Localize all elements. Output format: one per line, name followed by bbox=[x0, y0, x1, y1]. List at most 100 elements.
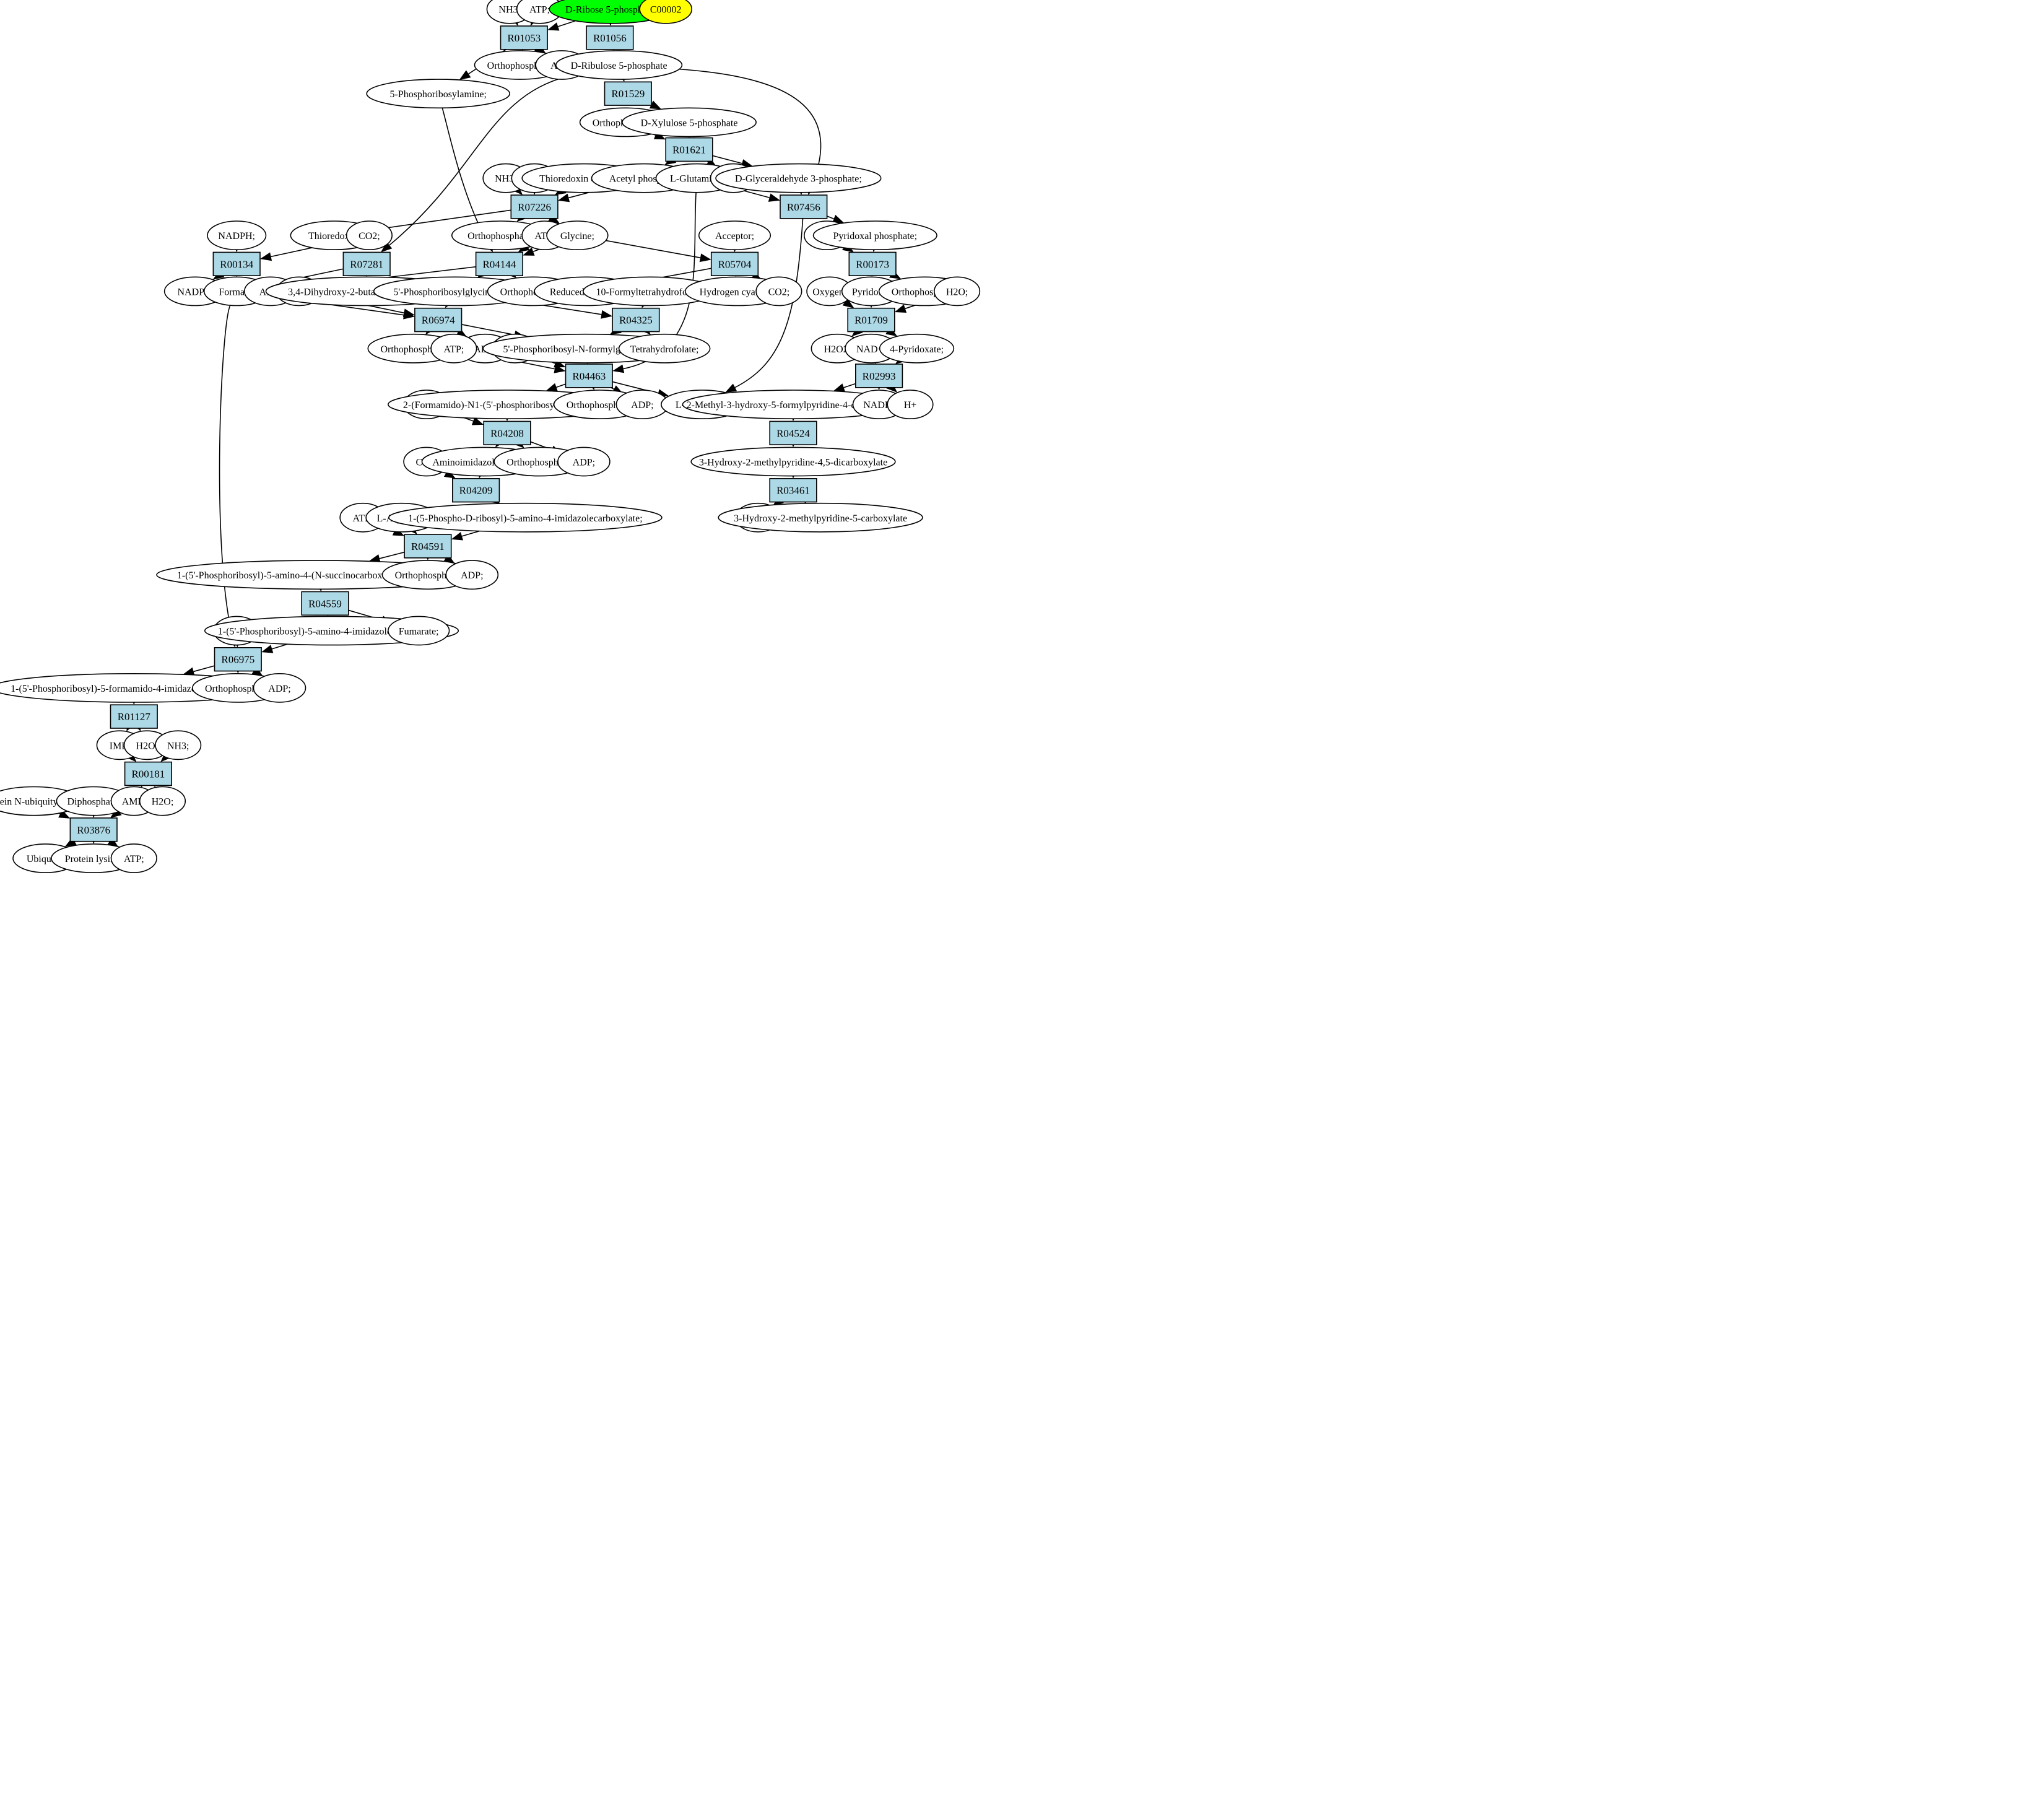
compound-node-fthf[interactable]: 10-Formyltetrahydrofolate; bbox=[583, 276, 718, 307]
compound-node-hmpc[interactable]: 3-Hydroxy-2-methylpyridine-5-carboxylate bbox=[718, 502, 923, 533]
reaction-node-r06974[interactable]: R06974 bbox=[414, 307, 463, 333]
node-label: R04524 bbox=[776, 427, 810, 439]
compound-node-fumarate[interactable]: Fumarate; bbox=[388, 616, 450, 646]
node-label: R04559 bbox=[308, 598, 342, 609]
node-label: R01053 bbox=[507, 32, 541, 44]
compound-node-h2o-d[interactable]: H2O; bbox=[934, 276, 981, 307]
reaction-node-r01056[interactable]: R01056 bbox=[586, 25, 634, 50]
node-label: R03461 bbox=[776, 485, 810, 497]
reaction-node-r03876[interactable]: R03876 bbox=[69, 817, 118, 842]
compound-node-atp-d[interactable]: ATP; bbox=[430, 333, 477, 364]
compound-node-hmpdc[interactable]: 3-Hydroxy-2-methylpyridine-4,5-dicarboxy… bbox=[690, 446, 896, 477]
compound-node-co2-b[interactable]: CO2; bbox=[755, 276, 802, 307]
node-label: 4-Pyridoxate; bbox=[890, 344, 944, 355]
node-label: D-Ribulose 5-phosphate bbox=[571, 61, 667, 71]
node-label: R00173 bbox=[856, 258, 889, 270]
compound-ellipse bbox=[755, 276, 802, 307]
compound-ellipse bbox=[445, 560, 499, 590]
node-label: R07281 bbox=[350, 258, 383, 270]
reaction-node-r04144[interactable]: R04144 bbox=[475, 251, 523, 276]
reaction-node-r04463[interactable]: R04463 bbox=[565, 364, 613, 388]
compound-node-co2-a[interactable]: CO2; bbox=[346, 220, 393, 251]
node-label: 5-Phosphoribosylamine; bbox=[389, 89, 486, 100]
reaction-node-r04208[interactable]: R04208 bbox=[483, 420, 531, 446]
compound-ellipse bbox=[388, 502, 663, 533]
compound-node-c00002[interactable]: C00002 bbox=[639, 0, 692, 24]
compound-ellipse bbox=[430, 333, 477, 364]
reaction-node-r01053[interactable]: R01053 bbox=[500, 25, 548, 50]
edge-ru5p-to-r07456 bbox=[679, 68, 822, 185]
reaction-node-r00173[interactable]: R00173 bbox=[848, 251, 897, 276]
compound-node-oxygen[interactable]: Oxygen; bbox=[806, 276, 853, 307]
compound-node-pyridoxate[interactable]: 4-Pyridoxate; bbox=[879, 333, 955, 364]
compound-node-adp-e[interactable]: ADP; bbox=[557, 446, 611, 477]
compound-node-thf[interactable]: Tetrahydrofolate; bbox=[618, 333, 711, 364]
edge-r5p-src-to-r01053 bbox=[557, 20, 576, 27]
node-label: ADP; bbox=[631, 400, 653, 411]
node-label: Tetrahydrofolate; bbox=[630, 344, 699, 355]
compound-node-diphosphate[interactable]: Diphosphate; bbox=[56, 786, 131, 816]
reaction-node-r00134[interactable]: R00134 bbox=[212, 251, 261, 276]
reaction-node-r01127[interactable]: R01127 bbox=[110, 704, 158, 729]
reaction-node-r05704[interactable]: R05704 bbox=[710, 251, 759, 276]
reaction-node-r04559[interactable]: R04559 bbox=[301, 591, 349, 616]
reaction-node-r07456[interactable]: R07456 bbox=[780, 194, 828, 219]
edge-aicar-to-r06975-arrowhead bbox=[261, 645, 274, 653]
compound-node-pra[interactable]: 5-Phosphoribosylamine; bbox=[366, 79, 511, 109]
reaction-node-r04209[interactable]: R04209 bbox=[451, 477, 500, 503]
compound-node-adp-g[interactable]: ADP; bbox=[253, 673, 307, 703]
compound-ellipse bbox=[879, 333, 955, 364]
compound-node-nh3-c[interactable]: NH3; bbox=[155, 730, 202, 760]
compound-node-hplus[interactable]: H+ bbox=[887, 390, 934, 420]
reaction-node-r04325[interactable]: R04325 bbox=[612, 307, 660, 333]
compound-node-atp-h[interactable]: ATP; bbox=[110, 843, 157, 873]
compound-node-adp-d[interactable]: ADP; bbox=[615, 390, 669, 420]
compound-ellipse bbox=[934, 276, 981, 307]
edge-cair-to-r04591 bbox=[461, 530, 480, 537]
compound-node-gly[interactable]: Glycine; bbox=[546, 220, 609, 251]
node-label: ADP; bbox=[268, 684, 290, 694]
edge-r06975-to-faicar-arrowhead bbox=[183, 667, 195, 676]
node-label: R04463 bbox=[572, 370, 606, 382]
node-label: Orthophosphate; bbox=[380, 344, 446, 355]
edge-r06974-to-fgar bbox=[461, 324, 515, 336]
reaction-box bbox=[510, 194, 559, 219]
node-label: Protein lysine; bbox=[65, 854, 123, 864]
reaction-node-r07226[interactable]: R07226 bbox=[510, 194, 559, 219]
node-label: D-Ribose 5-phosphate; bbox=[565, 5, 657, 15]
compound-node-acceptor[interactable]: Acceptor; bbox=[698, 220, 772, 251]
reaction-box bbox=[110, 704, 158, 729]
reaction-node-r06975[interactable]: R06975 bbox=[214, 647, 262, 672]
reaction-node-r04591[interactable]: R04591 bbox=[404, 534, 452, 559]
reaction-box bbox=[769, 477, 817, 503]
node-label: 5'-Phosphoribosylglycinamide; bbox=[393, 287, 516, 297]
compound-node-gap[interactable]: D-Glyceraldehyde 3-phosphate; bbox=[715, 163, 882, 193]
reaction-node-r00181[interactable]: R00181 bbox=[124, 761, 173, 786]
edge-oxygen-to-r01709-arrowhead bbox=[842, 298, 854, 308]
reaction-node-r03461[interactable]: R03461 bbox=[769, 477, 817, 503]
reaction-node-r04524[interactable]: R04524 bbox=[769, 420, 817, 446]
compound-node-ru5p[interactable]: D-Ribulose 5-phosphate bbox=[555, 50, 683, 80]
edge-r07456-to-glu-arrowhead bbox=[725, 383, 737, 393]
compound-node-h2o-g[interactable]: H2O; bbox=[139, 786, 186, 816]
reaction-node-r01621[interactable]: R01621 bbox=[665, 137, 713, 162]
compound-ellipse bbox=[555, 50, 683, 80]
edge-atp-e-to-r04208-arrowhead bbox=[471, 417, 484, 425]
compound-node-plp[interactable]: Pyridoxal phosphate; bbox=[812, 220, 937, 251]
compound-node-cair[interactable]: 1-(5-Phospho-D-ribosyl)-5-amino-4-imidaz… bbox=[388, 502, 663, 533]
compound-node-xu5p[interactable]: D-Xylulose 5-phosphate bbox=[622, 107, 757, 137]
reaction-box bbox=[848, 251, 897, 276]
reaction-node-r02993[interactable]: R02993 bbox=[855, 364, 903, 388]
compound-node-nadph[interactable]: NADPH; bbox=[207, 220, 267, 251]
reaction-box bbox=[565, 364, 613, 388]
node-label: 1-(5-Phospho-D-ribosyl)-5-amino-4-imidaz… bbox=[408, 513, 643, 524]
compound-node-mhfpc[interactable]: 2-Methyl-3-hydroxy-5-formylpyridine-4-ca… bbox=[682, 390, 905, 420]
node-label: Diphosphate; bbox=[67, 797, 120, 808]
compound-node-adp-f[interactable]: ADP; bbox=[445, 560, 499, 590]
reaction-node-r01709[interactable]: R01709 bbox=[847, 307, 895, 333]
reaction-box bbox=[500, 25, 548, 50]
node-label: NAD+; bbox=[856, 344, 886, 355]
edge-r07226-to-trx bbox=[385, 209, 511, 229]
reaction-node-r01529[interactable]: R01529 bbox=[604, 81, 652, 106]
reaction-node-r07281[interactable]: R07281 bbox=[342, 251, 391, 276]
